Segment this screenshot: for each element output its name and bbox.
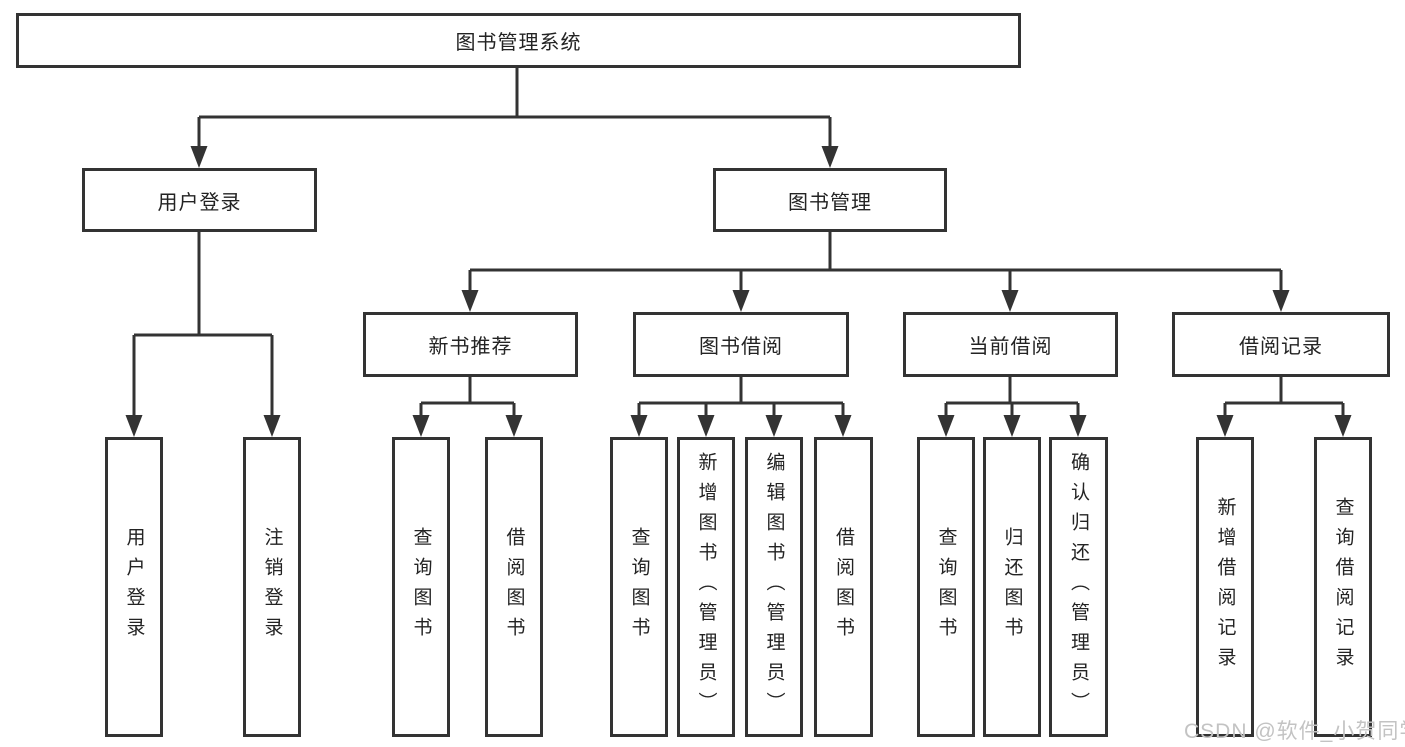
leaf-edit-books-admin: 编辑图书（管理员） — [745, 437, 803, 737]
leaf-return-books: 归还图书 — [983, 437, 1041, 737]
leaf-add-borrow-record: 新增借阅记录 — [1196, 437, 1254, 737]
node-current-borrowing: 当前借阅 — [903, 312, 1118, 377]
node-library-management-system: 图书管理系统 — [16, 13, 1021, 68]
leaf-logout: 注销登录 — [243, 437, 301, 737]
node-new-book-recommendation: 新书推荐 — [363, 312, 578, 377]
node-book-management-branch: 图书管理 — [713, 168, 947, 232]
csdn-watermark: CSDN @软件_小贺同学 — [1184, 720, 1405, 743]
leaf-query-borrow-record: 查询借阅记录 — [1314, 437, 1372, 737]
leaf-borrow-books: 借阅图书 — [814, 437, 873, 737]
node-book-borrowing: 图书借阅 — [633, 312, 849, 377]
leaf-query-books-recommend: 查询图书 — [392, 437, 450, 737]
leaf-user-login: 用户登录 — [105, 437, 163, 737]
arrowheads — [125, 146, 1352, 437]
leaf-add-books-admin: 新增图书（管理员） — [677, 437, 735, 737]
leaf-query-books-borrow: 查询图书 — [610, 437, 668, 737]
node-borrowing-records: 借阅记录 — [1172, 312, 1390, 377]
leaf-borrow-books-recommend: 借阅图书 — [485, 437, 543, 737]
leaf-query-books-current: 查询图书 — [917, 437, 975, 737]
leaf-confirm-return-admin: 确认归还（管理员） — [1049, 437, 1108, 737]
node-user-login-branch: 用户登录 — [82, 168, 317, 232]
connector-lines — [132, 68, 1345, 415]
